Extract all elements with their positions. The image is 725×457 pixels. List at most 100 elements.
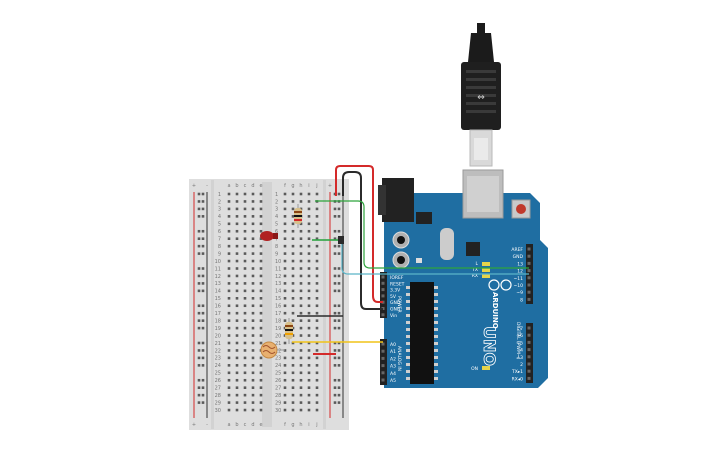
breadboard-hole[interactable] [315,282,319,285]
breadboard-hole[interactable] [259,386,263,389]
breadboard-hole[interactable] [283,252,287,255]
rail-hole[interactable] [197,378,201,382]
breadboard-hole[interactable] [299,289,303,293]
breadboard-hole[interactable] [227,229,231,233]
breadboard-hole[interactable] [227,244,231,248]
rail-hole[interactable] [333,349,337,352]
breadboard-hole[interactable] [283,192,287,196]
rail-hole[interactable] [333,401,337,404]
breadboard-hole[interactable] [299,326,303,330]
breadboard-hole[interactable] [235,259,239,263]
breadboard-hole[interactable] [235,237,239,240]
rail-hole[interactable] [337,207,341,211]
breadboard-hole[interactable] [243,326,247,330]
breadboard-hole[interactable] [259,341,263,345]
breadboard-hole[interactable] [227,207,231,211]
breadboard-hole[interactable] [307,192,311,196]
breadboard-hole[interactable] [307,304,311,308]
breadboard-hole[interactable] [251,252,255,255]
breadboard-hole[interactable] [251,364,255,367]
breadboard-hole[interactable] [315,207,319,211]
breadboard-hole[interactable] [299,222,303,226]
breadboard-hole[interactable] [243,364,247,367]
wire-pin-13[interactable] [315,200,529,269]
breadboard-hole[interactable] [291,401,295,404]
breadboard-hole[interactable] [315,393,319,397]
breadboard-hole[interactable] [315,319,319,322]
rail-hole[interactable] [337,192,341,196]
breadboard-hole[interactable] [283,215,287,218]
breadboard-hole[interactable] [243,215,247,218]
breadboard-hole[interactable] [243,349,247,352]
wire-5v[interactable] [335,165,383,303]
breadboard-hole[interactable] [259,274,263,278]
breadboard-hole[interactable] [235,364,239,367]
breadboard-hole[interactable] [243,267,247,270]
breadboard-hole[interactable] [251,378,255,382]
breadboard-hole[interactable] [227,222,231,226]
breadboard-hole[interactable] [251,297,255,300]
breadboard-hole[interactable] [307,282,311,285]
rail-hole[interactable] [197,244,201,248]
breadboard-hole[interactable] [235,371,239,375]
breadboard-hole[interactable] [243,408,247,412]
breadboard-hole[interactable] [259,393,263,397]
header-pin[interactable] [381,371,385,375]
breadboard-hole[interactable] [299,408,303,412]
rail-hole[interactable] [197,237,201,240]
breadboard-hole[interactable] [315,274,319,278]
breadboard-hole[interactable] [235,229,239,233]
header-pin[interactable] [381,378,385,382]
breadboard-hole[interactable] [307,259,311,263]
breadboard-hole[interactable] [243,237,247,240]
breadboard-hole[interactable] [315,378,319,382]
header-pin[interactable] [527,290,531,294]
header-pin[interactable] [527,348,531,352]
breadboard-hole[interactable] [243,393,247,397]
rail-hole[interactable] [337,326,341,330]
breadboard-hole[interactable] [227,356,231,360]
header-pin[interactable] [381,364,385,368]
breadboard-hole[interactable] [291,289,295,293]
breadboard-hole[interactable] [283,207,287,211]
rail-hole[interactable] [201,267,205,270]
breadboard-hole[interactable] [307,222,311,226]
breadboard-hole[interactable] [291,237,295,240]
header-pin[interactable] [381,288,385,292]
rail-hole[interactable] [337,401,341,404]
breadboard-hole[interactable] [283,289,287,293]
rail-hole[interactable] [333,282,337,285]
breadboard-hole[interactable] [315,237,319,240]
rail-hole[interactable] [333,386,337,389]
breadboard-hole[interactable] [251,326,255,330]
breadboard-hole[interactable] [251,356,255,360]
rail-hole[interactable] [201,311,205,315]
breadboard-hole[interactable] [251,229,255,233]
breadboard-hole[interactable] [227,252,231,255]
breadboard-hole[interactable] [259,192,263,196]
breadboard-hole[interactable] [243,304,247,308]
breadboard-hole[interactable] [259,229,263,233]
rail-hole[interactable] [197,326,201,330]
breadboard-hole[interactable] [307,237,311,240]
wire-gnd[interactable] [342,171,383,310]
breadboard-hole[interactable] [291,192,295,196]
rail-hole[interactable] [333,215,337,218]
breadboard-hole[interactable] [243,229,247,233]
breadboard-hole[interactable] [291,207,295,211]
rail-hole[interactable] [197,364,201,367]
breadboard-hole[interactable] [291,371,295,375]
rail-hole[interactable] [197,319,201,322]
breadboard-hole[interactable] [227,192,231,196]
breadboard-hole[interactable] [307,356,311,360]
breadboard-hole[interactable] [235,274,239,278]
breadboard-hole[interactable] [315,297,319,300]
rail-hole[interactable] [337,304,341,308]
breadboard-hole[interactable] [315,349,319,352]
breadboard-hole[interactable] [227,386,231,389]
breadboard-hole[interactable] [227,378,231,382]
breadboard-hole[interactable] [235,356,239,360]
breadboard-hole[interactable] [259,408,263,412]
breadboard-hole[interactable] [227,259,231,263]
breadboard-hole[interactable] [307,364,311,367]
